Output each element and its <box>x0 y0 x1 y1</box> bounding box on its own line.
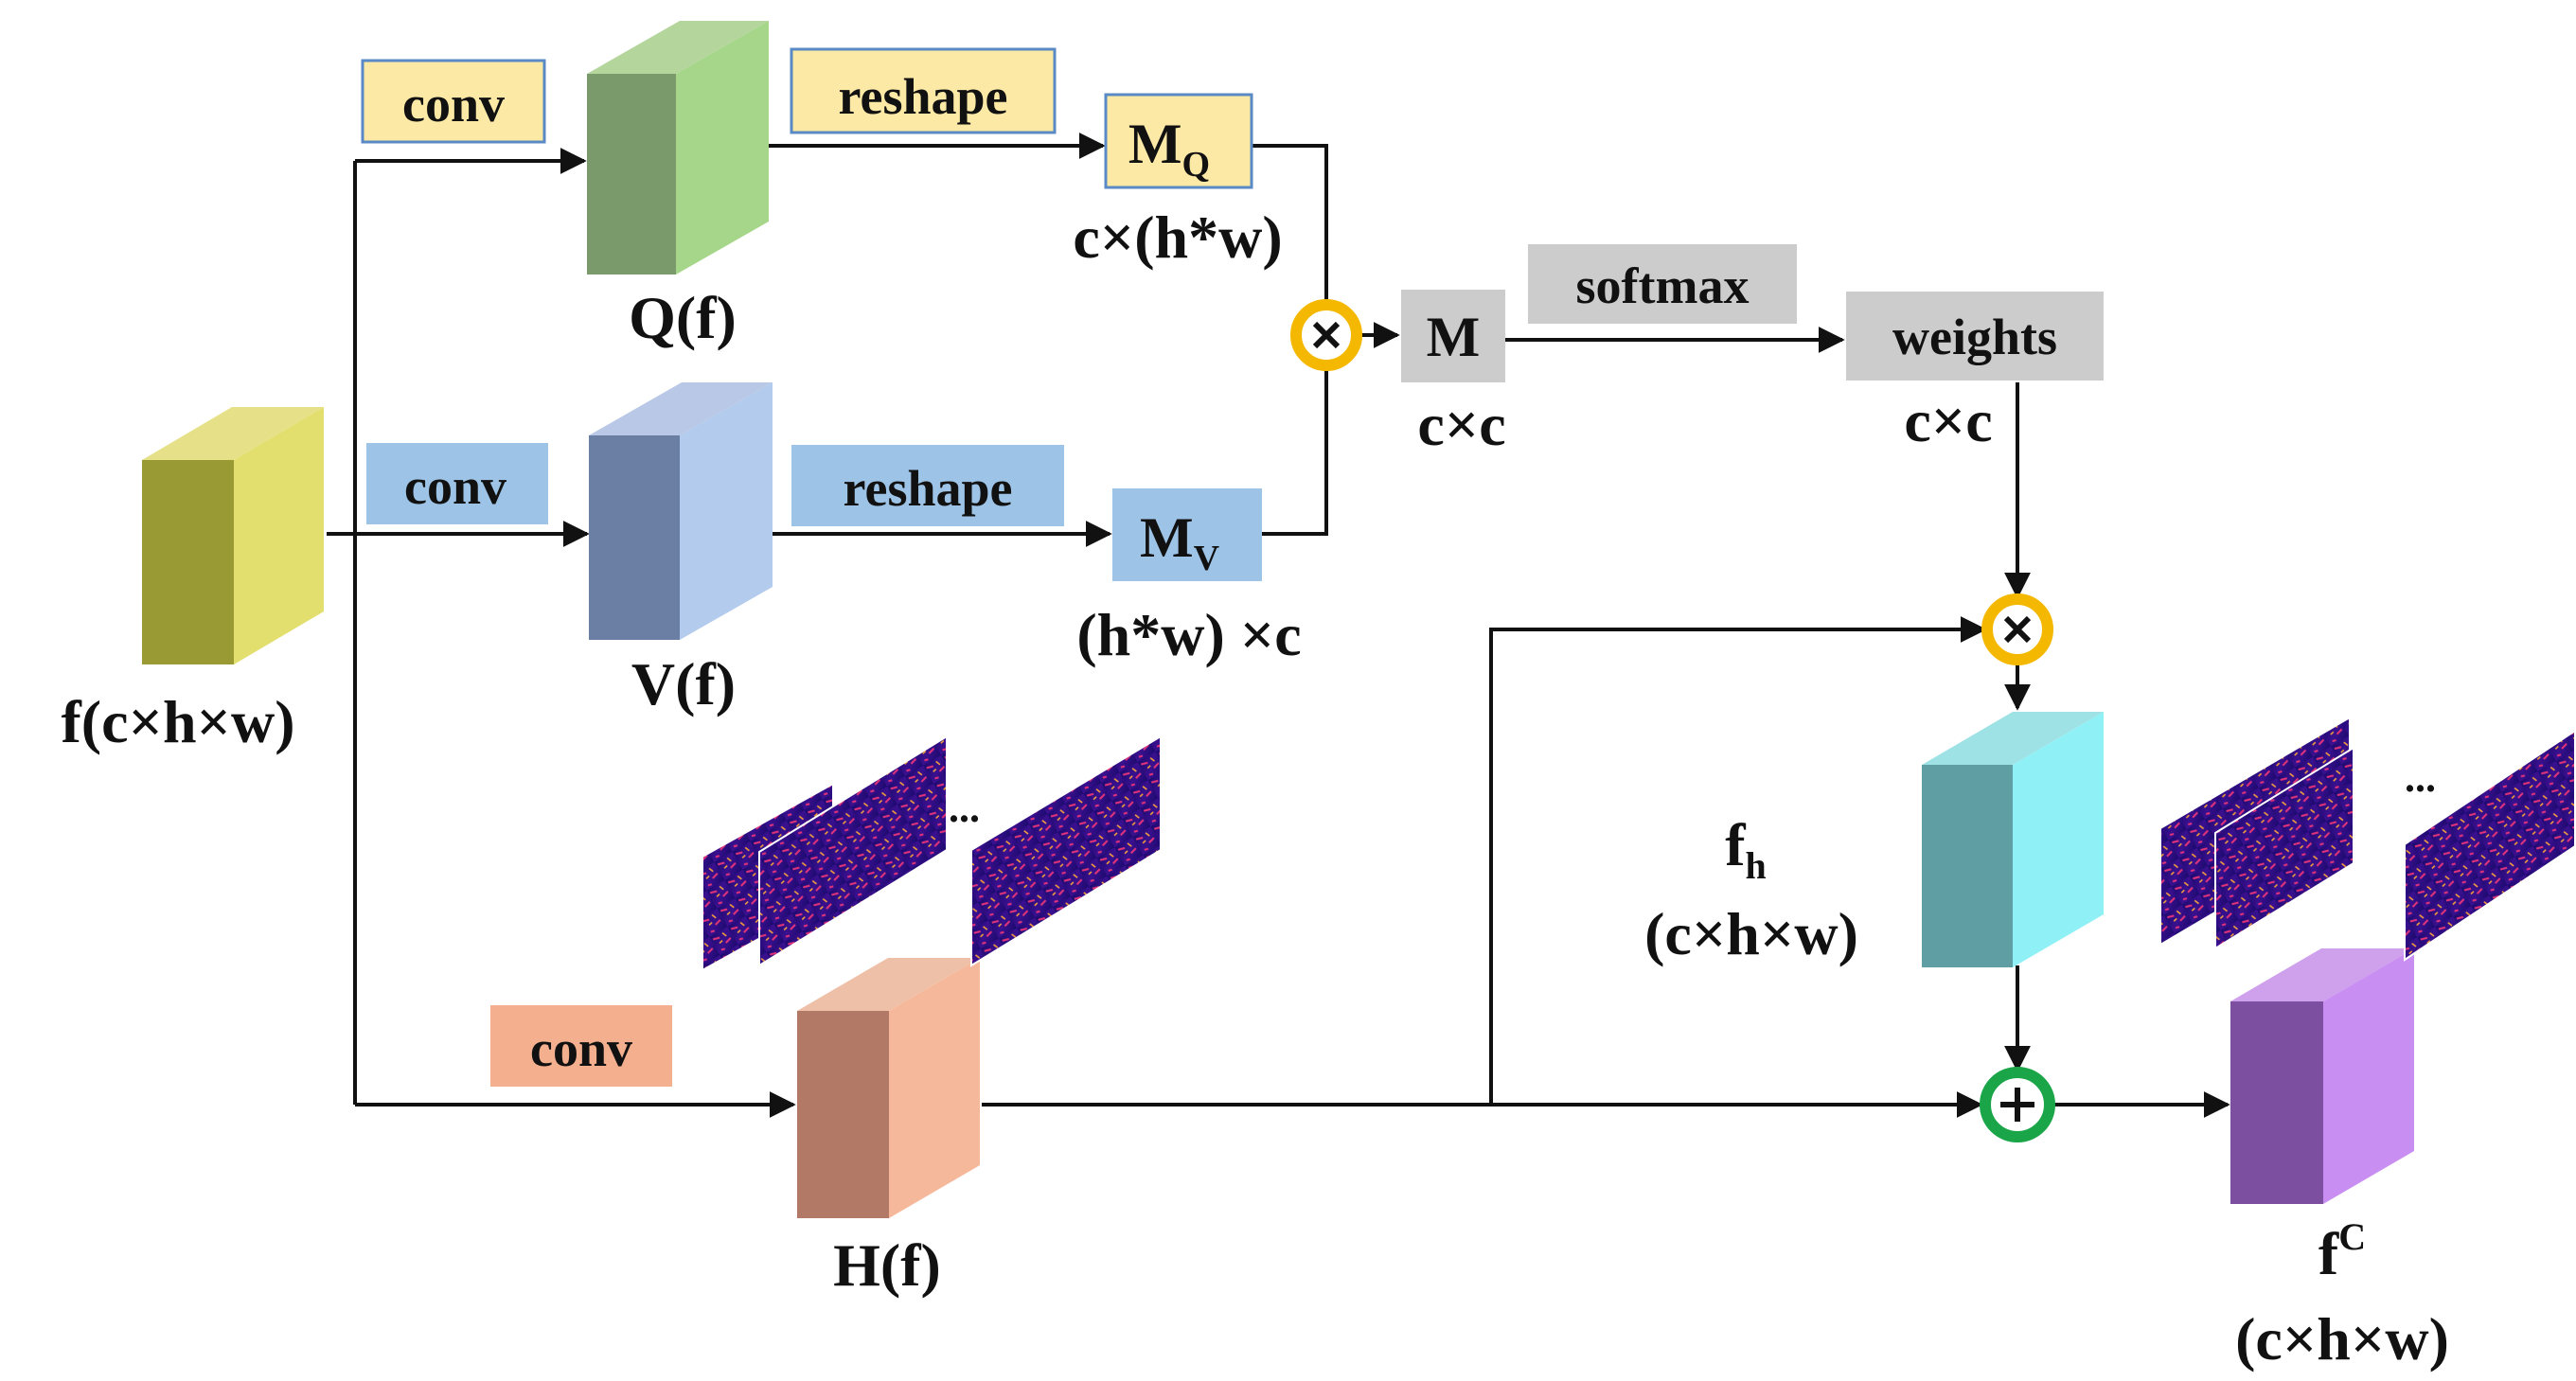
line-mv-to-mult <box>1262 364 1328 536</box>
conv-label-q: conv <box>402 76 505 133</box>
mv-label: MV <box>1140 506 1220 578</box>
fh-label: fh <box>1725 811 1767 887</box>
m-box <box>1401 290 1505 382</box>
conv-label-h: conv <box>530 1020 632 1077</box>
fc-label: fC <box>2318 1215 2366 1287</box>
mq-box <box>1104 93 1253 189</box>
fh-cube <box>1922 712 2104 967</box>
reshape-box-q <box>790 47 1057 134</box>
reshape-box-v <box>791 445 1064 526</box>
conv-label-v: conv <box>404 458 506 515</box>
fh-dim-label: (c×h×w) <box>1644 900 1858 967</box>
ellipsis-h: ... <box>949 785 980 831</box>
reshape-label-v: reshape <box>843 460 1012 517</box>
m-label: M <box>1427 306 1481 368</box>
ellipsis-fc: ... <box>2405 754 2436 801</box>
multiply-op-2 <box>1981 593 2053 665</box>
multiply-op-1 <box>1290 299 1362 371</box>
fc-cube <box>2230 948 2414 1204</box>
softmax-label: softmax <box>1576 257 1750 314</box>
q-cube <box>587 21 769 274</box>
input-label: f(c×h×w) <box>61 688 294 755</box>
add-op <box>1980 1067 2055 1142</box>
qf-label: Q(f) <box>629 284 737 351</box>
fc-dim-label: (c×h×w) <box>2235 1305 2449 1372</box>
heatmaps-fc <box>2159 716 2576 962</box>
v-cube <box>589 382 773 640</box>
weights-label: weights <box>1892 309 2057 365</box>
heatmaps-h <box>702 735 1162 972</box>
conv-box-q <box>361 59 546 144</box>
line-mq-to-mult <box>1252 144 1328 305</box>
input-cube <box>142 407 324 664</box>
mq-dim-label: c×(h*w) <box>1073 204 1282 271</box>
mq-label: MQ <box>1128 113 1210 185</box>
softmax-box <box>1528 244 1797 324</box>
mv-dim-label: (h*w) ×c <box>1076 601 1301 668</box>
weights-dim-label: c×c <box>1904 387 1992 454</box>
arrow-h-to-mult2 <box>1489 616 1987 1105</box>
mv-box <box>1112 488 1262 581</box>
hf-label: H(f) <box>833 1231 941 1299</box>
conv-box-h <box>490 1005 672 1087</box>
vf-label: V(f) <box>631 650 736 717</box>
conv-box-v <box>366 443 548 524</box>
reshape-label-q: reshape <box>838 68 1007 125</box>
weights-box <box>1846 292 2104 381</box>
m-dim-label: c×c <box>1417 391 1505 458</box>
h-cube <box>797 958 980 1218</box>
